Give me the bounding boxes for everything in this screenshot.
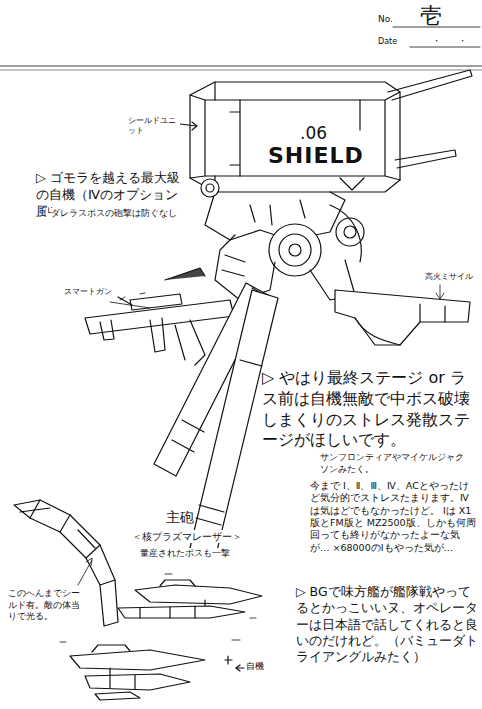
design-note-sub: └ダレラスボスの砲撃は防ぐなし [46, 208, 177, 220]
unit-number: .06 [300, 122, 327, 144]
part-name: シールドユニット [128, 116, 180, 137]
part-note: このへんまでシールド有。敵の体当りで光る。 [8, 588, 80, 623]
part-name: スマートガン [64, 287, 112, 297]
part-name: 高火ミサイル [425, 272, 473, 282]
design-note: 今まで Ⅰ、Ⅱ、Ⅲ、Ⅳ、ACとやったけど気分的でストレスたまります。Ⅳは気はどで… [310, 480, 478, 554]
part-name: ＜核プラズマレーザー＞ [132, 530, 242, 543]
design-note: ▷ やはり最終ステージ or ラス前は自機無敵で中ボス破壊しまくりのストレス発散… [262, 368, 476, 451]
part-name: 自機 [246, 661, 264, 673]
design-note: ▷ BGで味方艦が艦隊戦やってるとかっこいいヌ、オペレーターは日本語で話してくれ… [296, 584, 478, 665]
date-dot: ・ [458, 36, 467, 48]
part-name: 主砲 [166, 508, 194, 526]
sheet-number: 壱 [420, 2, 442, 31]
header-field: No. [378, 14, 393, 26]
unit-marking: SHIELD [268, 142, 364, 171]
design-note-sub: サンフロンティアやマイケルジャクソンみたく。 [320, 452, 470, 475]
part-note: 量産されたボスも一撃 [140, 548, 230, 560]
date-dot: ・ [432, 36, 441, 48]
header-field: Date [378, 37, 397, 47]
